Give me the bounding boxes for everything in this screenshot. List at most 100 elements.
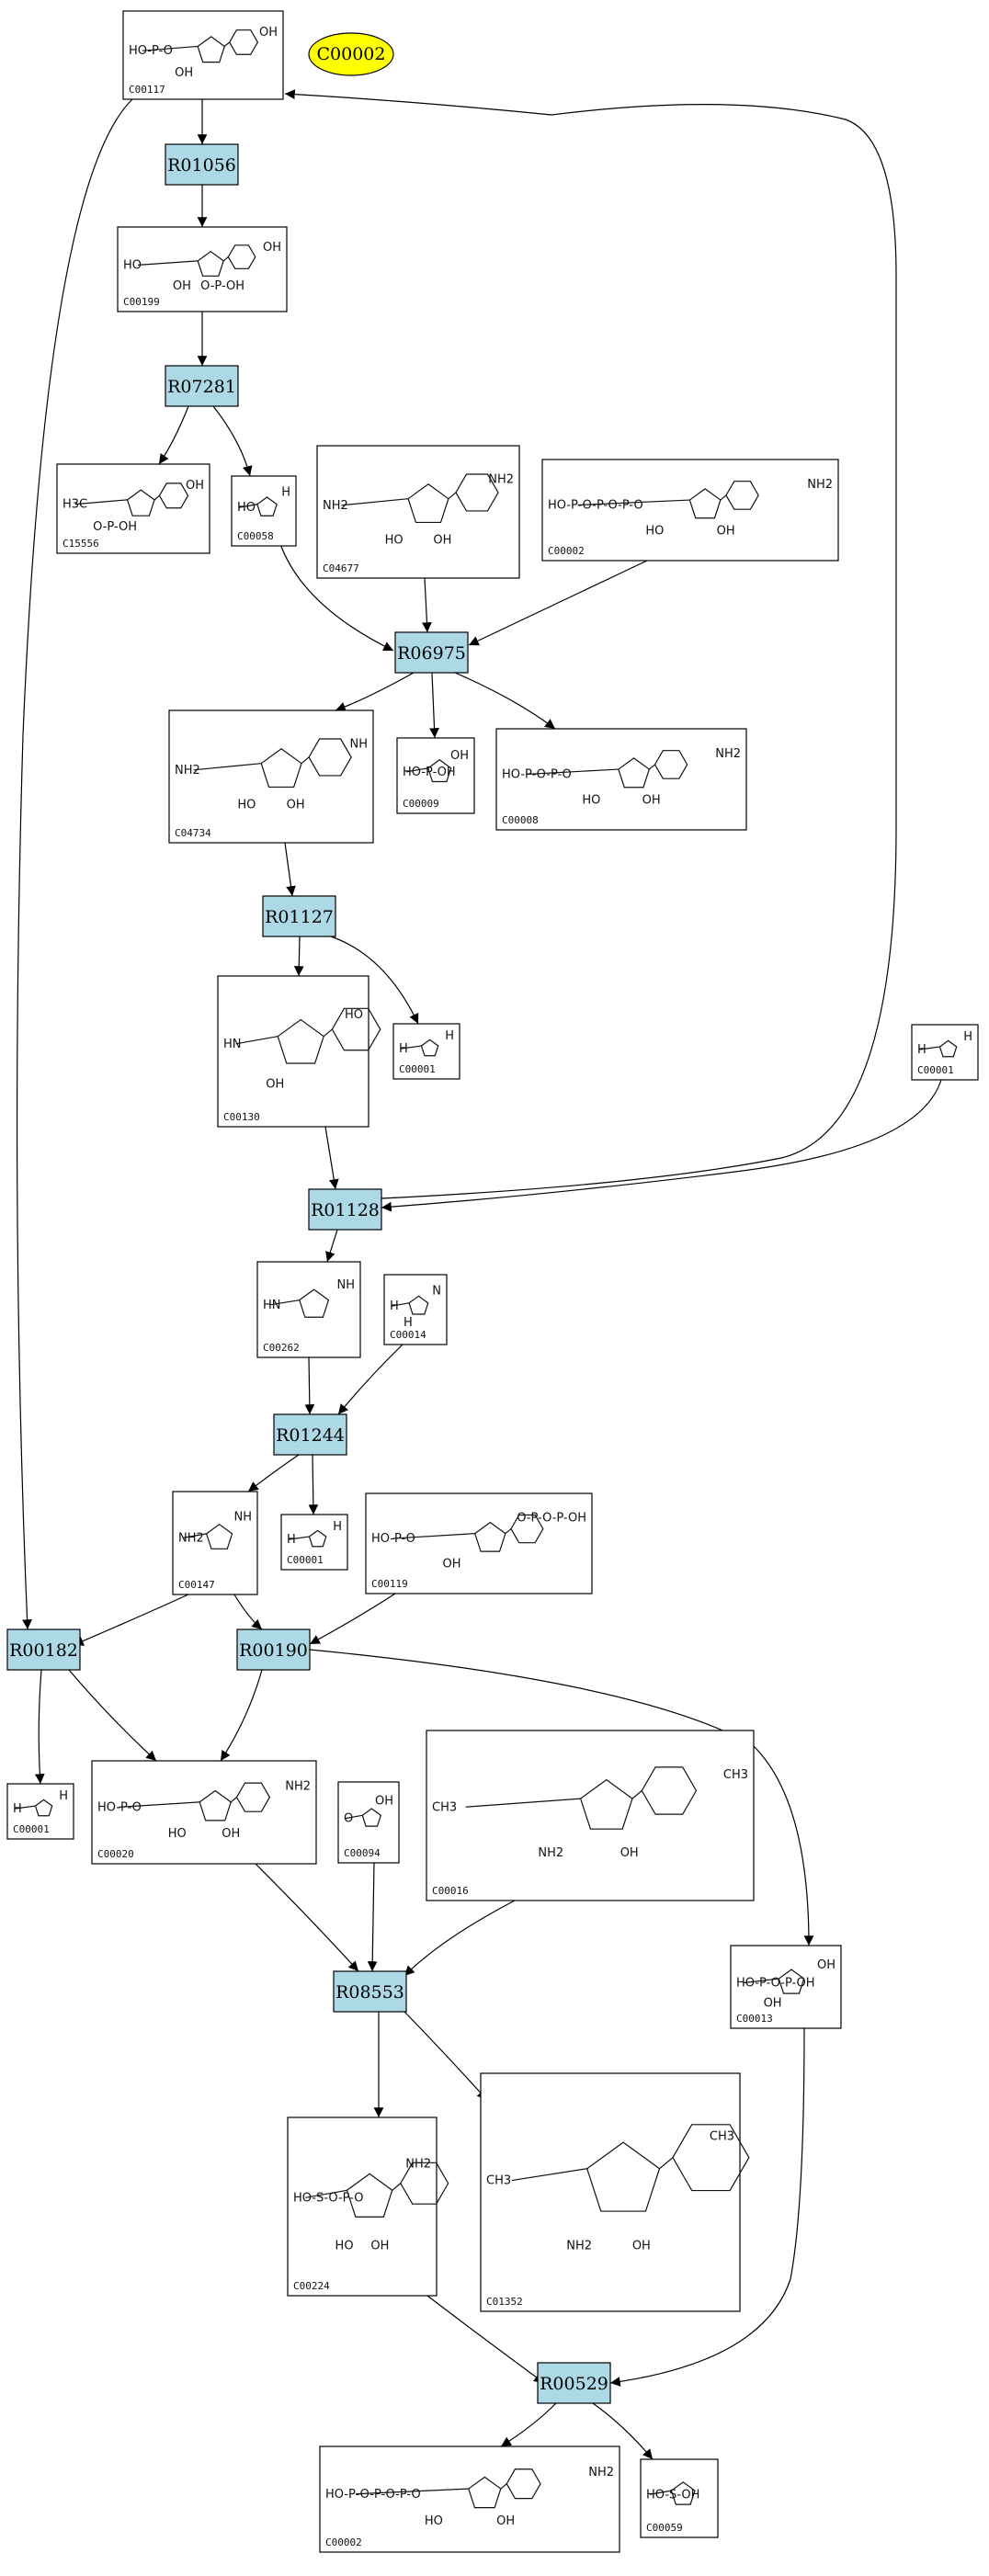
reaction-label: R08553 [335, 1982, 404, 2003]
reaction-r01056[interactable]: R01056 [165, 143, 239, 186]
atom-label: NH2 [715, 747, 741, 761]
ring-bond [361, 1808, 382, 1827]
chain-bond [301, 756, 310, 765]
reaction-label: R01056 [167, 155, 236, 176]
reaction-r01127[interactable]: R01127 [262, 895, 336, 937]
compound-box [122, 10, 284, 100]
ring-bond [427, 759, 452, 783]
reaction-r06975[interactable]: R06975 [394, 631, 469, 674]
compound-id-label: C00013 [736, 2013, 773, 2025]
reaction-box [537, 2362, 611, 2404]
edge-r00190-c00020 [220, 1669, 263, 1762]
chain-bond [193, 763, 262, 771]
reaction-label: R00182 [9, 1640, 78, 1661]
chain-bond [392, 2183, 402, 2191]
compound-id-label: C00199 [123, 296, 160, 308]
chain-bond [230, 1797, 237, 1803]
compound-c00001[interactable]: H H C00001 [280, 1514, 348, 1571]
edge-c00014-r01244 [337, 1344, 404, 1415]
reaction-box [394, 631, 469, 674]
reaction-r01244[interactable]: R01244 [273, 1413, 347, 1456]
edge-c00002-r06975 [468, 560, 648, 646]
atom-label: HO-P-O [129, 44, 173, 58]
compound-id-label: C00020 [97, 1848, 134, 1860]
edge-c00058-r06975 [279, 543, 394, 652]
ring-bond [197, 36, 226, 63]
reaction-r01128[interactable]: R01128 [308, 1188, 382, 1231]
edge-c00013-r00529 [609, 2027, 805, 2387]
atom-label: NH [350, 737, 369, 751]
reaction-r00182[interactable]: R00182 [6, 1628, 81, 1671]
chain-bond [235, 1036, 279, 1045]
chain-bond [648, 764, 655, 770]
atom-label: H [287, 1533, 296, 1547]
reaction-r08553[interactable]: R08553 [333, 1970, 407, 2013]
chain-bond [239, 504, 257, 508]
reaction-r00529[interactable]: R00529 [537, 2362, 611, 2404]
compound-id-label: C00002 [548, 545, 585, 557]
atom-label: H [404, 1316, 413, 1330]
atom-label: NH2 [807, 478, 833, 492]
chain-bond [649, 2490, 672, 2495]
compound-id-label: C00058 [237, 530, 274, 542]
chain-bond [577, 499, 690, 506]
chain-bond [15, 1805, 36, 1810]
chain-bond [153, 494, 160, 501]
ring-bond [468, 2476, 502, 2509]
ring-bond [205, 1523, 233, 1549]
chain-bond [356, 2488, 469, 2495]
compound-box [319, 2445, 620, 2553]
compound-box [730, 1945, 842, 2029]
compound-id-label: C00001 [287, 1554, 324, 1566]
reaction-box [165, 143, 239, 186]
compound-id-label: C04677 [323, 562, 359, 574]
highlight-compound[interactable]: C00002 [308, 32, 394, 76]
atom-label: OH [173, 279, 191, 293]
atom-label: NH2 [175, 764, 200, 777]
compound-id-label: C00119 [371, 1578, 408, 1590]
edge-c00224-r00529 [426, 2295, 545, 2384]
atom-label: NH2 [178, 1531, 204, 1545]
compound-box [337, 1781, 400, 1864]
reaction-r07281[interactable]: R07281 [165, 365, 239, 407]
atom-label: H [333, 1520, 342, 1534]
ring-bond [260, 748, 302, 789]
atom-label: OH [175, 66, 193, 80]
chain-bond [744, 1978, 779, 1984]
compound-box [6, 1783, 74, 1840]
chain-bond [289, 1536, 310, 1540]
atom-label: HO [425, 2514, 443, 2528]
compound-box [56, 463, 210, 554]
compound-id-label: C00147 [178, 1579, 215, 1591]
atom-label: HO [237, 799, 256, 812]
edge-r00182-c00001d [34, 1669, 45, 1785]
chain-bond [323, 1028, 333, 1038]
reaction-r00190[interactable]: R00190 [236, 1628, 311, 1671]
edge-c04677-r06975 [422, 577, 432, 633]
